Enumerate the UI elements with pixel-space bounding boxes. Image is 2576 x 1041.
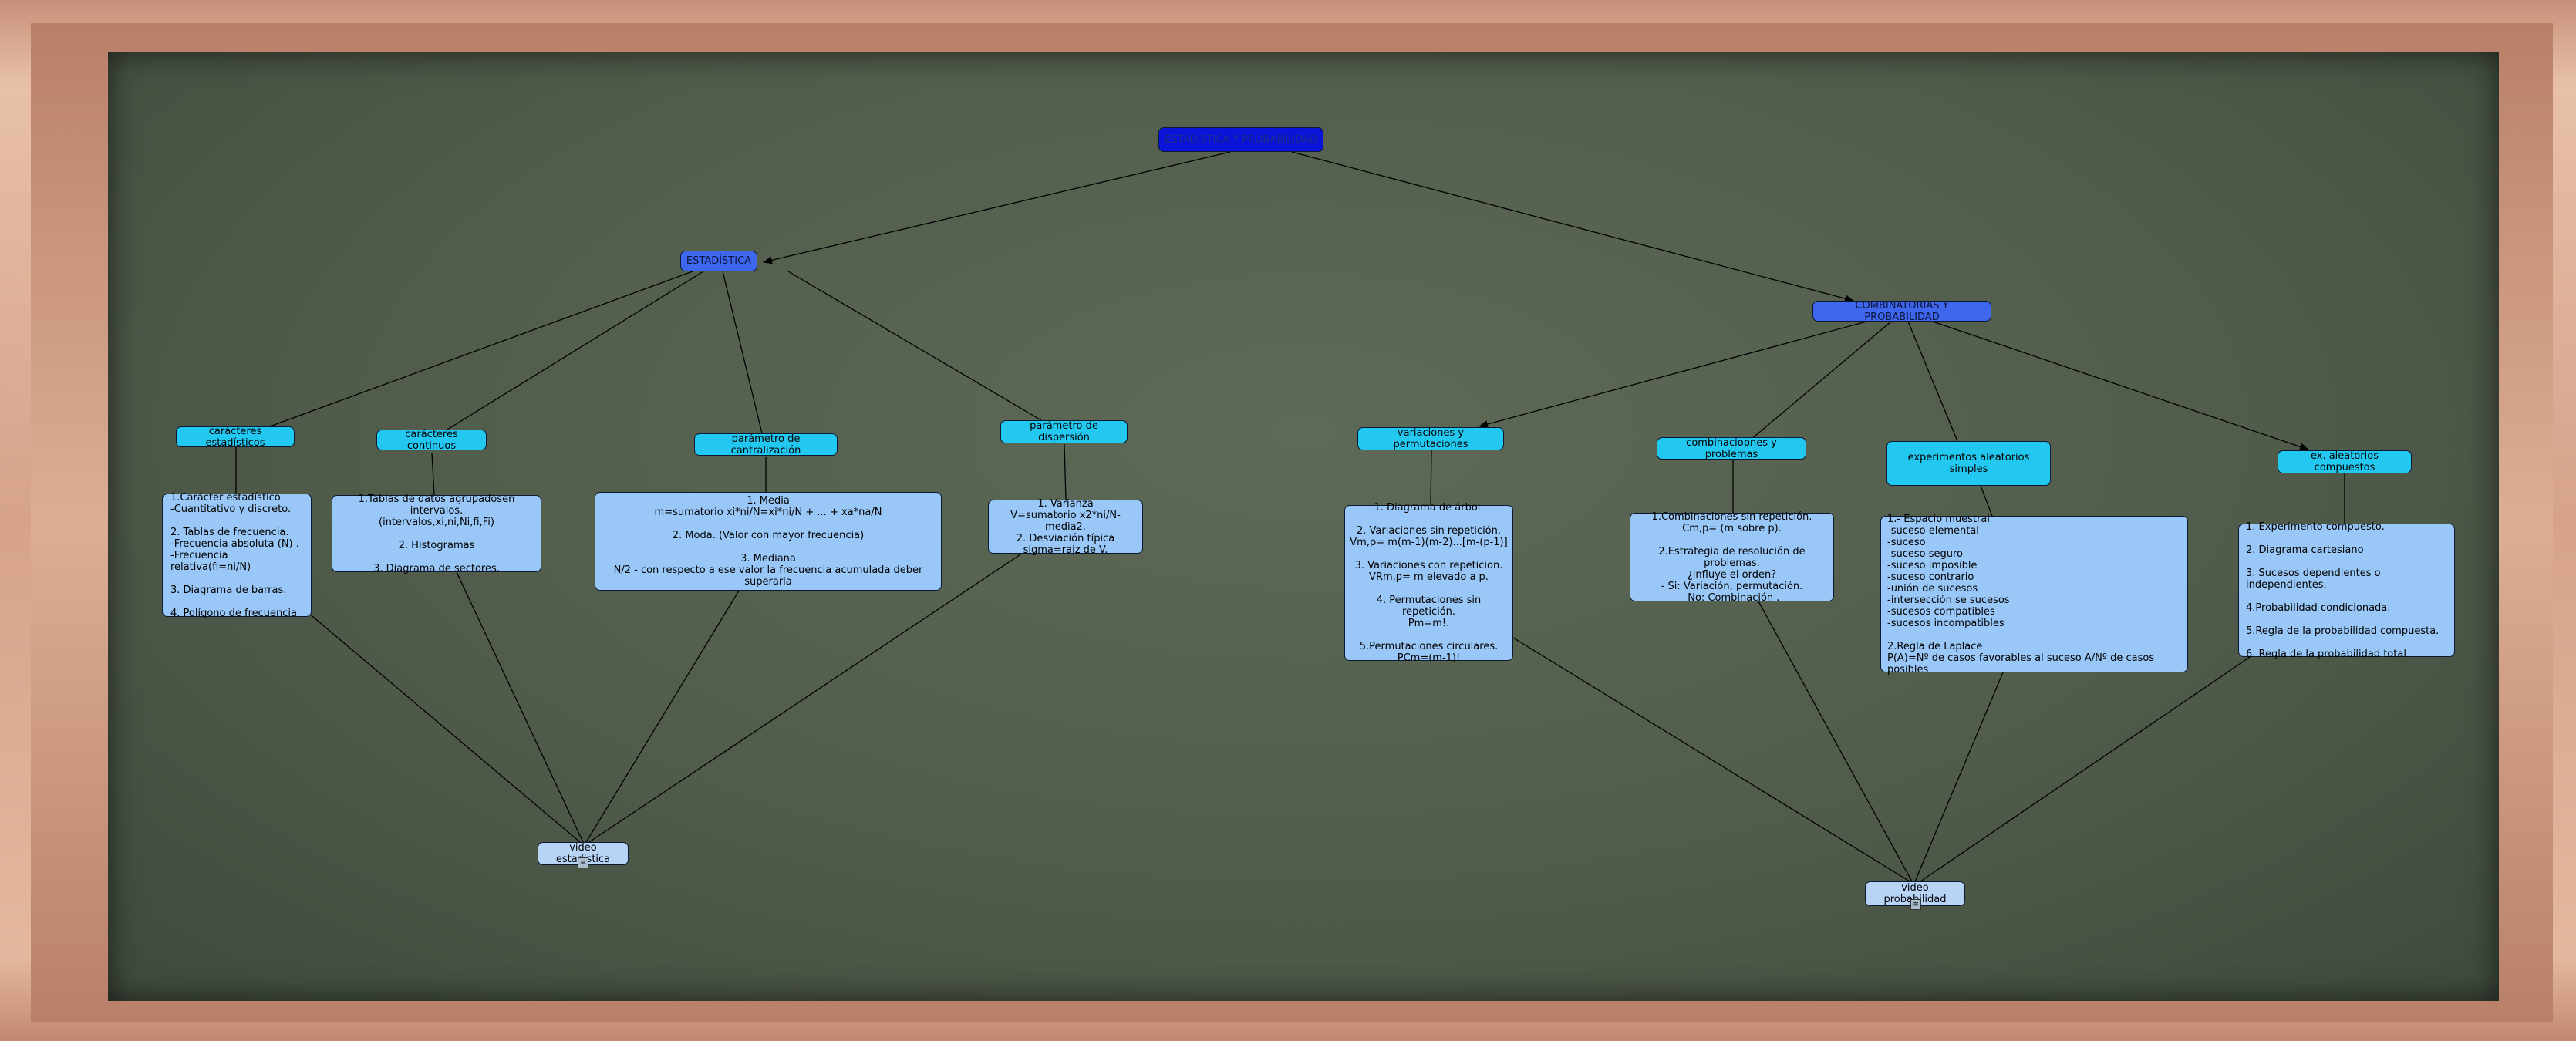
caracteres-continuos-content: 1.Tablas de datos agrupadosen intervalos… — [332, 494, 541, 574]
aleatorios-compuestos-node[interactable]: ex. aleatorios compuestos — [2278, 450, 2412, 473]
link-cont-video — [456, 571, 584, 843]
aleatorios-compuestos-content: 1. Experimento compuesto. 2. Diagrama ca… — [2238, 521, 2455, 660]
link-est-car — [269, 271, 693, 427]
link-combi-video — [1758, 601, 1913, 882]
link-comb-var — [1479, 321, 1867, 428]
link-cont-content — [431, 453, 435, 496]
link-est-disp — [787, 271, 1042, 421]
root-node[interactable]: ESTADÍSTICA Y PROBABILIDAD — [1158, 127, 1323, 152]
experimentos-aleatorios-content: 1.- Espacio muestral -suceso elemental -… — [1880, 514, 2188, 675]
link-root-combinatorias — [1291, 151, 1854, 303]
caracteres-estadisticos-content: 1.Carácter estadístico -Cuantitativo y d… — [162, 492, 312, 619]
variaciones-permutaciones-content: 1. Diagrama de árbol. 2. Variaciones sin… — [1344, 502, 1513, 664]
link-root-estadistica — [763, 151, 1231, 264]
link-cent-video — [585, 590, 740, 843]
link-est-cont — [447, 271, 704, 430]
video-estadistica-attachment-icon[interactable]: ≡ — [578, 857, 588, 868]
caracteres-estadisticos-node[interactable]: carácteres estadísticos — [176, 426, 295, 449]
parametro-dispersion-content: 1. Varianza V=sumatorio x2*ni/N-media2. … — [988, 498, 1143, 556]
link-comb-comb — [1750, 321, 1892, 440]
link-compuestos-video — [1920, 655, 2253, 882]
link-comb-exp — [1907, 321, 1958, 442]
experimentos-aleatorios-node[interactable]: experimentos aleatorios simples — [1886, 441, 2051, 486]
combinatorias-node[interactable]: COMBINATORIAS Y PROBABILIDAD — [1812, 300, 1991, 323]
link-est-cent — [722, 271, 763, 434]
link-disp-content — [1064, 443, 1067, 500]
variaciones-permutaciones-node[interactable]: variaciones y permutaciones — [1357, 427, 1504, 450]
parametro-centralizacion-content: 1. Media m=sumatorio xi*ni/N=xi*ni/N + .… — [595, 492, 942, 591]
caracteres-continuos-node[interactable]: carácteres continuos — [376, 429, 487, 452]
estadistica-node[interactable]: ESTADÍSTICA — [680, 251, 757, 271]
link-disp-video — [588, 552, 1023, 843]
link-car-video — [308, 612, 581, 843]
link-exp-content — [1980, 485, 1993, 517]
combinaciones-problemas-node[interactable]: combinaciopnes y problemas — [1657, 437, 1806, 460]
parametro-centralizacion-node[interactable]: parámetro de cantralización — [694, 433, 838, 456]
video-probabilidad-attachment-icon[interactable]: ≡ — [1910, 899, 1921, 910]
combinaciones-problemas-content: 1.Combinaciones sin repetición. Cm,p= (m… — [1630, 511, 1834, 604]
link-comb-compuestos — [1932, 321, 2309, 451]
link-exp-video — [1914, 672, 2004, 882]
link-var-video — [1512, 637, 1910, 882]
parametro-dispersion-node[interactable]: parámetro de dispersión — [1000, 420, 1128, 443]
